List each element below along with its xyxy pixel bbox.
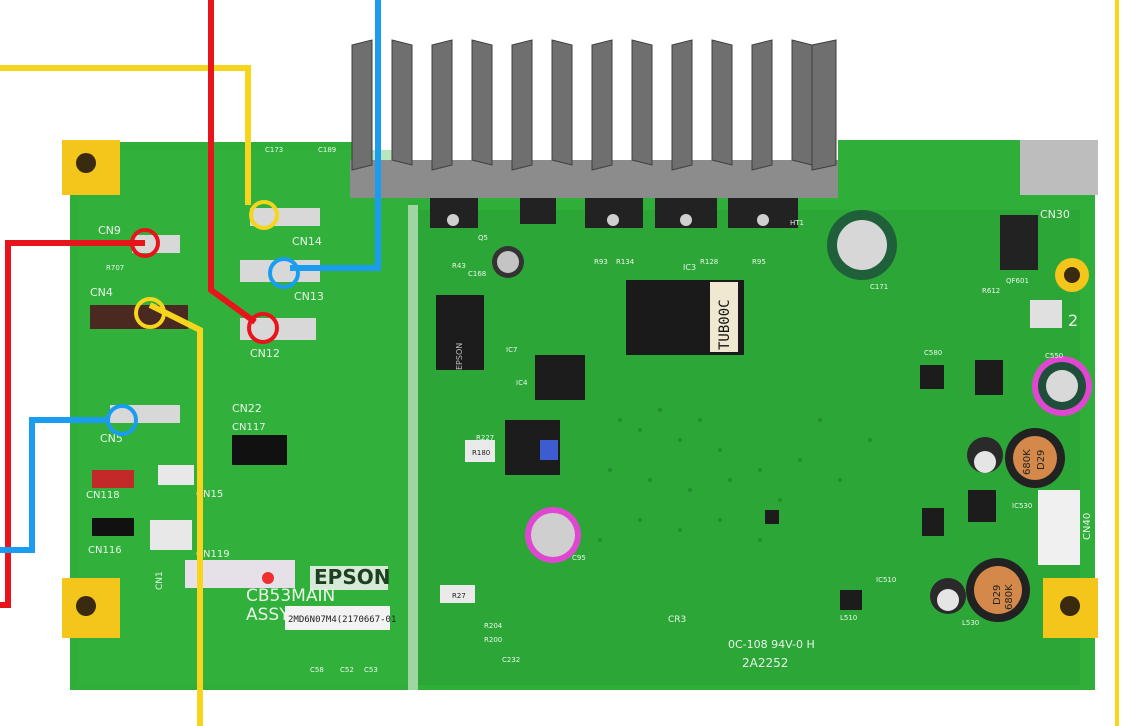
inductors: 680K D29 680K D29: [966, 428, 1065, 622]
cn9-label: CN9: [98, 224, 121, 237]
cn15-label: CN15: [196, 489, 223, 500]
r612-label: R612: [982, 287, 1000, 295]
inductor-b-label2: D29: [992, 585, 1003, 605]
main-ic: TUB00C: [626, 280, 744, 355]
r27-label: R27: [452, 592, 466, 600]
qf601-label: QF601: [1006, 277, 1029, 285]
r128-label: R128: [700, 258, 718, 266]
red-wire-left: [0, 240, 145, 608]
ht1-label: HT1: [790, 219, 804, 227]
slot-number-label: 2: [1068, 311, 1078, 330]
cn12-label: CN12: [250, 347, 280, 360]
cn4-label: CN4: [90, 286, 113, 299]
brand-label: EPSON: [314, 565, 390, 589]
yellow-marker-cn4: [134, 297, 166, 329]
c53-label: C53: [364, 666, 378, 674]
ul-mark-label: 0C-108 94V-0 H: [728, 638, 815, 651]
c171-label: C171: [870, 283, 888, 291]
capacitors: [492, 210, 1092, 614]
ic3-label: IC3: [683, 263, 696, 272]
blue-wire-top: [290, 0, 381, 271]
cn118-label: CN118: [86, 490, 120, 501]
secondary-ics: EPSON: [436, 295, 1003, 610]
inductor-a-label2: D29: [1036, 450, 1047, 470]
cn40-label: CN40: [1082, 513, 1093, 540]
c58-label: C58: [310, 666, 324, 674]
label-patches: [185, 560, 390, 630]
r227-label: R227: [476, 434, 494, 442]
q5-label: Q5: [478, 234, 488, 242]
r707-label: R707: [106, 264, 124, 272]
yellow-marker-cn14: [249, 200, 279, 230]
l510-label: L510: [840, 614, 857, 622]
c232-label: C232: [502, 656, 520, 664]
r43-label: R43: [452, 262, 466, 270]
inductor-b-label: 680K: [1004, 584, 1015, 610]
c189-label: C189: [318, 146, 336, 154]
part-number-label: 2MD6N07M4(2170667-01: [288, 615, 396, 625]
cn14-label: CN14: [292, 235, 322, 248]
r204-label: R204: [484, 622, 503, 630]
main-ic-label: TUB00C: [717, 299, 733, 350]
l530-label: L530: [962, 619, 979, 627]
c580-label: C580: [924, 349, 942, 357]
ic510-label: IC510: [876, 576, 896, 584]
cn22-label: CN22: [232, 402, 262, 415]
ic7-label: IC7: [506, 346, 517, 354]
yellow-wire-down: [148, 302, 203, 726]
blue-marker-cn13: [268, 257, 300, 289]
ic530-label: IC530: [1012, 502, 1032, 510]
red-marker-cn9: [130, 228, 160, 258]
cn1-label: CN1: [155, 571, 165, 590]
board-code-label: 2A2252: [742, 656, 788, 670]
cr3-label: CR3: [668, 615, 686, 625]
cn30-label: CN30: [1040, 208, 1070, 221]
epson-ic-marking: EPSON: [455, 343, 464, 370]
connectors: [90, 140, 1098, 603]
board-labels: EPSON CB53MAIN ASSY. 2MD6N07M4(2170667-0…: [86, 146, 1093, 674]
r180-label: R180: [472, 449, 490, 457]
c550-label: C550: [1045, 352, 1063, 360]
r93-label: R93: [594, 258, 608, 266]
yellow-wire-top: [0, 65, 251, 205]
c52-label: C52: [340, 666, 354, 674]
blue-marker-cn5: [106, 404, 138, 436]
red-wire-top: [208, 0, 257, 325]
assy-label: ASSY.: [246, 605, 292, 625]
c168-label: C168: [468, 270, 486, 278]
inductor-a-label: 680K: [1022, 449, 1033, 475]
c173-label: C173: [265, 146, 283, 154]
c95-label: C95: [572, 554, 586, 562]
model-label: CB53MAIN: [246, 586, 335, 606]
blue-wire-left: [0, 417, 110, 553]
cn116-label: CN116: [88, 545, 122, 556]
highlight-circles: [106, 200, 300, 436]
cn119-label: CN119: [196, 549, 230, 560]
red-marker-cn12: [247, 312, 279, 344]
ic4-label: IC4: [516, 379, 528, 387]
heatsink: [350, 39, 838, 228]
r95-label: R95: [752, 258, 766, 266]
mounting-pads: [62, 140, 1098, 638]
cn117-label: CN117: [232, 422, 266, 433]
r200-label: R200: [484, 636, 502, 644]
cn13-label: CN13: [294, 290, 324, 303]
r134-label: R134: [616, 258, 635, 266]
